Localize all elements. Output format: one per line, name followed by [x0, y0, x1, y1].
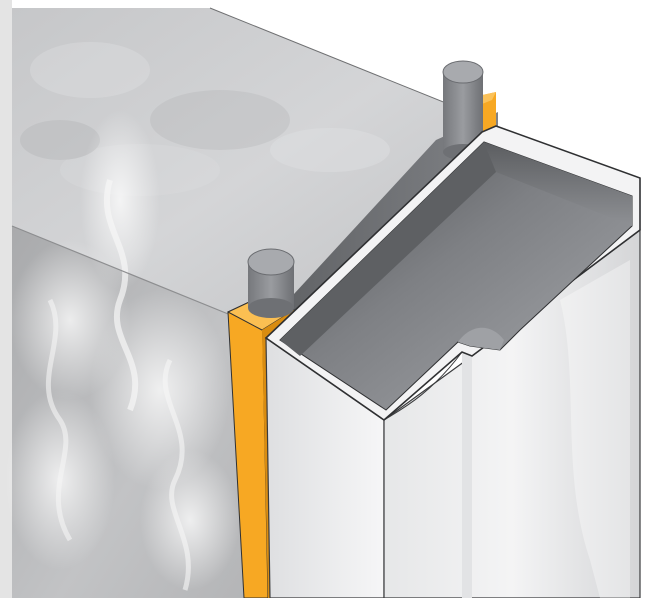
- fire-smoke-texture: [5, 110, 240, 591]
- frame-rebate-step: [462, 352, 472, 598]
- wall-edge-line: [11, 225, 239, 319]
- frame-highlight: [560, 260, 630, 598]
- frame-inner-back-wall: [484, 142, 632, 226]
- frame-inner-left-wall: [280, 142, 496, 356]
- frame-rebate-edge: [383, 351, 463, 421]
- frame-side-face: [383, 228, 641, 598]
- frame-inner-rebate: [458, 327, 504, 350]
- sealant-gap-channel: [270, 112, 498, 320]
- backer-rod-front: [247, 248, 295, 318]
